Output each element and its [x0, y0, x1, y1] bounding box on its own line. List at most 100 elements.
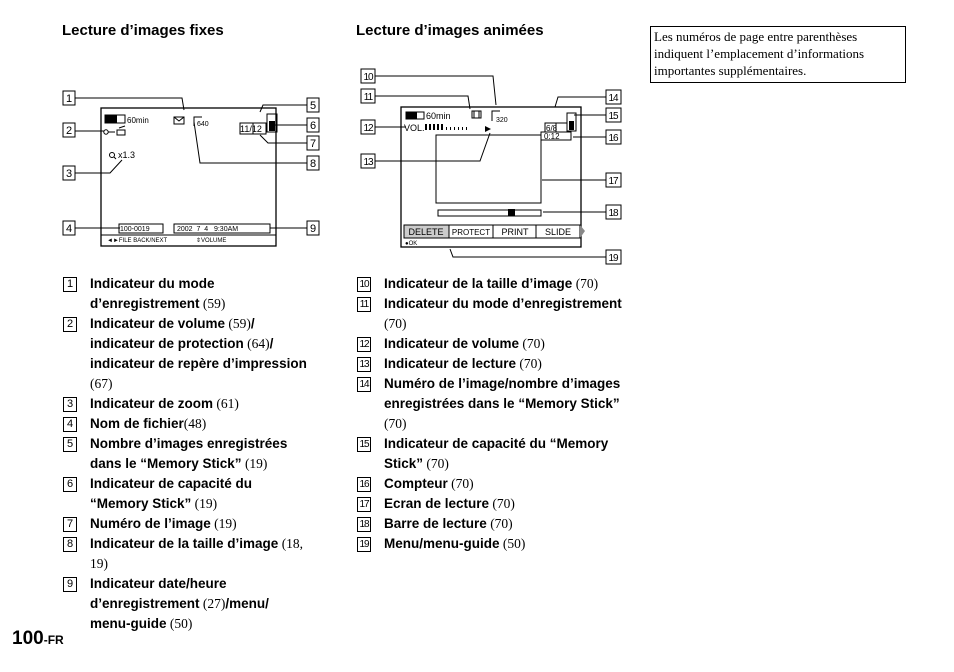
item-page-ref: (70)	[516, 356, 542, 371]
item-label: Indicateur du mode d’enregistrement	[384, 296, 622, 311]
item-page-ref: (70)	[447, 476, 474, 491]
item-page-ref: (48)	[183, 416, 207, 431]
menu-slide[interactable]: SLIDE	[545, 227, 571, 237]
callout-18: 18	[608, 208, 619, 219]
item-label: Nom de fichier	[90, 416, 184, 431]
page-number: 100-FR	[12, 628, 64, 650]
item-page-ref: (61)	[213, 396, 239, 411]
callout-5: 5	[310, 100, 316, 112]
item-page-ref: (64)	[243, 336, 270, 351]
still-file-text: 100-0019	[120, 226, 150, 233]
item-text: Indicateur de volume (70)	[384, 334, 622, 354]
callout-16: 16	[608, 133, 619, 144]
item-text: Numéro de l’image (19)	[90, 514, 313, 534]
item-number: 17	[357, 497, 371, 512]
still-date-text: 2002 7 4 9:30AM	[177, 226, 238, 233]
volume-bar-icon	[425, 124, 467, 130]
callout-11: 11	[364, 92, 374, 103]
list-item: 18 Barre de lecture (70)	[357, 514, 622, 534]
item-label: Indicateur de volume	[384, 336, 520, 351]
item-text: Numéro de l’image/nombre d’images enregi…	[384, 374, 622, 434]
zoom-magnifier-icon	[109, 152, 117, 160]
item-text: Indicateur date/heure d’enregistrement (…	[90, 574, 313, 634]
callout-13: 13	[363, 157, 374, 168]
still-screen-diagram: 60min 640 11/12 x1.3 100-0019 2002 7 4 9…	[62, 90, 320, 247]
still-size-text: 640	[197, 121, 209, 128]
item-label: Indicateur de zoom	[90, 396, 214, 411]
item-page-ref: (70)	[384, 416, 407, 431]
still-guide-left-text: ◄►FILE BACK/NEXT	[107, 238, 168, 244]
item-number: 5	[63, 437, 77, 452]
item-text: Barre de lecture (70)	[384, 514, 622, 534]
callout-19: 19	[608, 253, 619, 264]
item-page-ref: (50)	[166, 616, 193, 631]
still-zoom-text: x1.3	[118, 150, 135, 160]
item-page-ref: (70)	[486, 516, 513, 531]
item-text: Indicateur du mode d’enregistrement (70)	[384, 294, 622, 334]
note-box: Les numéros de page entre parenthèses in…	[650, 26, 906, 83]
item-label: Indicateur de volume	[90, 316, 226, 331]
item-number: 9	[63, 577, 77, 592]
item-page-ref: (70)	[384, 316, 407, 331]
item-page-ref: (19)	[191, 496, 218, 511]
item-page-ref: (50)	[499, 536, 526, 551]
page-number-suffix: -FR	[43, 633, 64, 647]
callout-10: 10	[363, 72, 374, 83]
callout-6: 6	[310, 120, 316, 132]
item-page-ref: (59)	[225, 316, 251, 331]
movie-battery-text: 60min	[426, 111, 451, 121]
still-guide-right-text: ⇕VOLUME	[196, 237, 226, 244]
still-callouts	[62, 90, 320, 236]
item-label: Indicateur de capacité du “Memory Stick”	[90, 476, 253, 511]
callout-2: 2	[66, 125, 72, 137]
menu-delete[interactable]: DELETE	[408, 227, 443, 237]
still-counter-text: 11/12	[240, 124, 262, 134]
item-page-ref: (19)	[241, 456, 268, 471]
movie-guide-text: ●OK	[405, 241, 417, 247]
item-text: Indicateur de capacité du “Memory Stick”…	[90, 474, 313, 514]
list-item: 9 Indicateur date/heure d’enregistrement …	[63, 574, 313, 634]
item-page-ref: (19)	[210, 516, 237, 531]
item-number: 2	[63, 317, 77, 332]
item-label: / indicateur de repère d’impression	[90, 336, 307, 371]
item-number: 18	[357, 517, 371, 532]
item-label: Indicateur de capacité du “Memory Stick”	[384, 436, 609, 471]
item-label: Indicateur de la taille d’image	[384, 276, 573, 291]
menu-protect[interactable]: PROTECT	[452, 228, 490, 237]
item-text: Indicateur de capacité du “Memory Stick”…	[384, 434, 622, 474]
item-text: Indicateur de zoom (61)	[90, 394, 313, 414]
print-mark-icon	[116, 125, 126, 136]
callout-8: 8	[310, 158, 316, 170]
movie-size-icon	[491, 110, 500, 121]
item-page-ref: (70)	[489, 496, 515, 511]
callout-3: 3	[66, 168, 72, 180]
item-label: Numéro de l’image/nombre d’images enregi…	[384, 376, 621, 411]
item-number: 12	[357, 337, 371, 352]
callout-7: 7	[310, 138, 316, 150]
movie-vol-text: VOL.	[404, 123, 425, 133]
item-label: Menu/menu-guide	[384, 536, 500, 551]
page-number-value: 100	[12, 628, 44, 649]
item-label: Barre de lecture	[384, 516, 487, 531]
item-text: Indicateur de la taille d’image (70)	[384, 274, 622, 294]
item-number: 19	[357, 537, 371, 552]
item-text: Indicateur de volume (59) / indicateur de…	[90, 314, 313, 394]
still-battery-text: 60min	[127, 116, 149, 125]
item-label: Numéro de l’image	[90, 516, 211, 531]
record-mode-icon	[173, 116, 185, 125]
menu-print[interactable]: PRINT	[502, 227, 530, 237]
heading-still-playback: Lecture d’images fixes	[62, 22, 224, 39]
callout-4: 4	[66, 223, 72, 235]
movie-size-text: 320	[496, 117, 508, 124]
list-item: 19 Menu/menu-guide (50)	[357, 534, 622, 554]
callout-15: 15	[608, 111, 619, 122]
movie-screen-diagram: 60min 320 VOL. 6/8 0:12 DELETE PROTECT P…	[360, 68, 622, 265]
